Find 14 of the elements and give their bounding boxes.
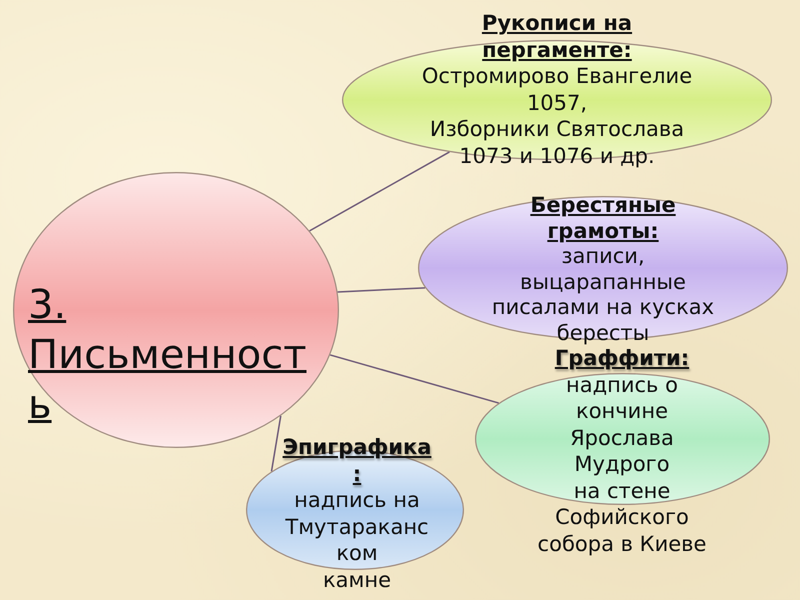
topic-title: 3. Письменность <box>28 281 308 430</box>
description-text: надпись на Тмутараканском камне <box>284 487 430 593</box>
description-text: надпись о кончине Ярослава Мудрого на стене Софийского собора в Киеве <box>536 372 708 557</box>
section-heading: Граффити: <box>554 345 690 372</box>
description-text: Изборники Святослава 1073 и 1076 и др. <box>428 116 686 169</box>
connector-line <box>270 416 282 472</box>
description-text: Остромирово Евангелие 1057, <box>420 63 694 116</box>
section-heading: Берестяные грамоты: <box>529 193 677 244</box>
connector-line <box>338 287 426 293</box>
section-heading: Рукописи на пергаменте: <box>480 10 634 63</box>
connector-line <box>330 354 499 404</box>
description-text: записи, выцарапанные писалами на кусках бересты <box>490 244 716 346</box>
section-heading: Эпиграфика: <box>282 434 432 487</box>
connector-line <box>309 151 450 232</box>
